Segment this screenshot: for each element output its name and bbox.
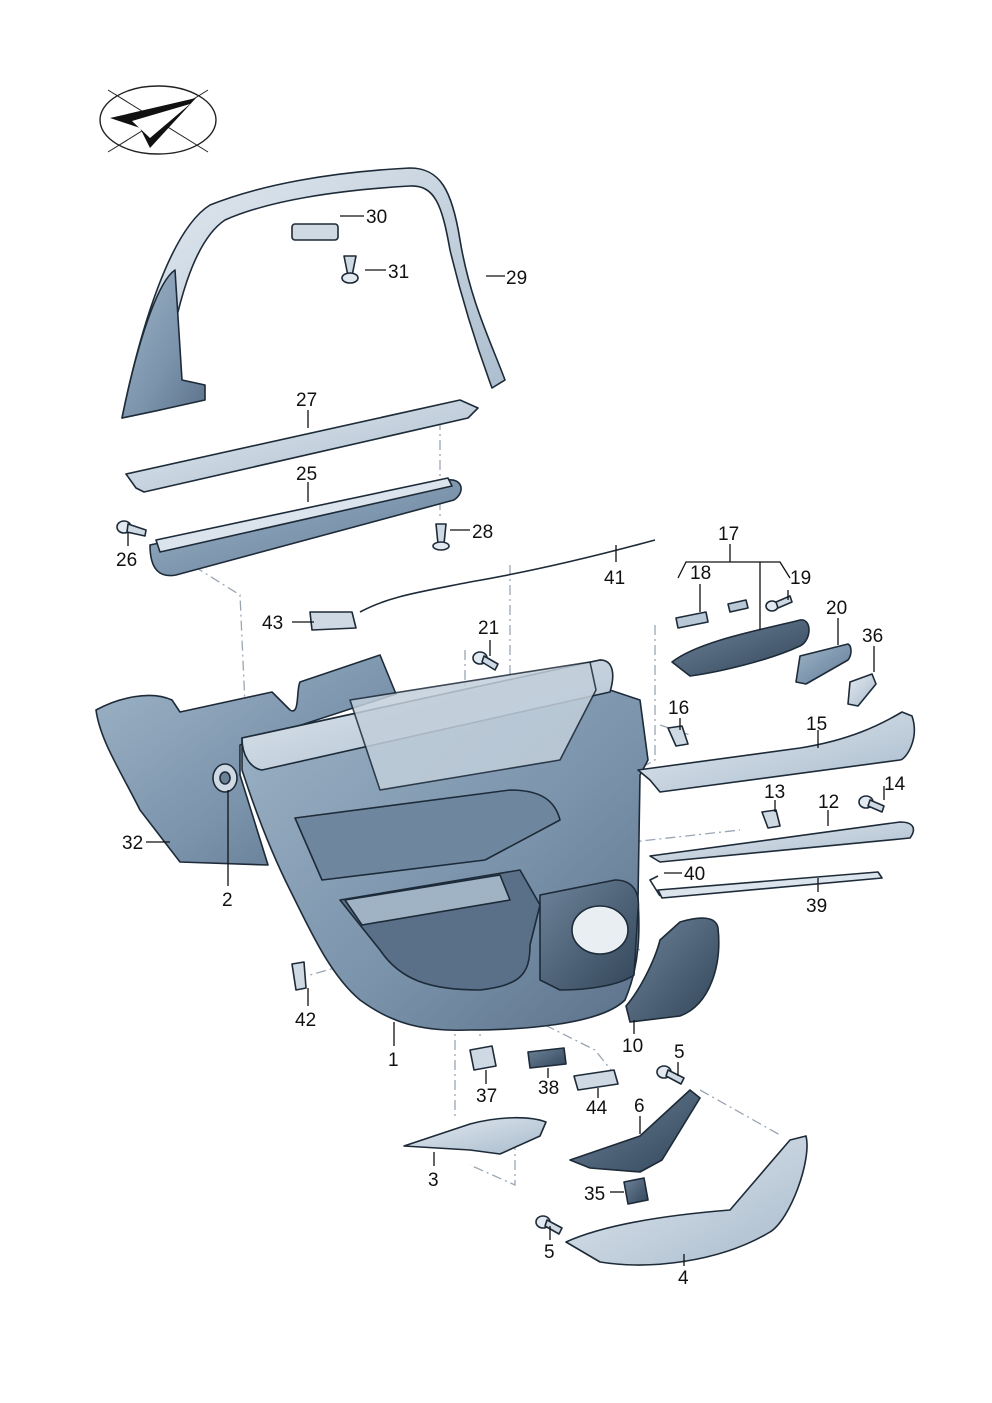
direction-of-travel-arrow-icon	[99, 85, 217, 155]
callout-19: 19	[790, 568, 811, 589]
callout-35: 35	[584, 1184, 605, 1205]
callout-40: 40	[684, 864, 705, 885]
light-guide-40	[649, 875, 661, 897]
clip-16	[667, 725, 689, 747]
screw-14	[858, 795, 885, 813]
clip-42	[291, 961, 307, 991]
callout-28: 28	[472, 522, 493, 543]
callout-44: 44	[586, 1098, 608, 1119]
light-strip-39	[657, 871, 883, 899]
callout-41: 41	[604, 568, 625, 589]
callout-38: 38	[538, 1078, 559, 1099]
callout-5-upper: 5	[674, 1042, 685, 1063]
screw-26	[116, 520, 147, 537]
trim-strip-12	[649, 821, 915, 863]
callout-27: 27	[296, 390, 317, 411]
screw-21	[472, 651, 499, 671]
callout-13: 13	[764, 782, 785, 803]
callout-14: 14	[884, 774, 906, 795]
connector-43	[309, 611, 357, 631]
leader-lines	[127, 215, 885, 1266]
guide-rail	[149, 479, 462, 577]
window-strip	[125, 399, 479, 493]
callout-3: 3	[428, 1170, 439, 1191]
callout-20: 20	[826, 598, 847, 619]
callout-5-lower: 5	[544, 1242, 555, 1263]
callout-15: 15	[806, 714, 827, 735]
handle-cover-20	[795, 643, 852, 685]
callout-29: 29	[506, 268, 527, 289]
cap-36	[847, 673, 877, 707]
callout-30: 30	[366, 207, 387, 228]
screw-28	[432, 523, 450, 551]
callout-32: 32	[122, 833, 143, 854]
callout-39: 39	[806, 896, 827, 917]
switch-38	[527, 1047, 567, 1069]
callout-21: 21	[478, 618, 499, 639]
speaker-grille-10	[625, 917, 720, 1023]
switch-35	[623, 1177, 649, 1205]
callout-18: 18	[690, 563, 711, 584]
callout-1: 1	[388, 1050, 399, 1071]
callout-17: 17	[718, 524, 739, 545]
screw-5-upper	[656, 1065, 685, 1085]
callout-10: 10	[622, 1036, 643, 1057]
trim-piece-3	[403, 1116, 547, 1155]
wire-harness	[359, 539, 656, 613]
screw-5-lower	[535, 1215, 563, 1235]
grommet-2	[212, 763, 238, 793]
clip-13	[761, 809, 781, 829]
callout-labels: 30 31 29 27 25 28 26 41 43 21 17 18 19 2…	[116, 207, 906, 1289]
armrest-trim-4	[565, 1135, 808, 1266]
callout-42: 42	[295, 1010, 316, 1031]
switch-37	[469, 1045, 497, 1071]
callout-12: 12	[818, 792, 839, 813]
switch-44	[573, 1069, 619, 1091]
callout-2: 2	[222, 890, 233, 911]
callout-26: 26	[116, 550, 137, 571]
trim-strip-15	[637, 711, 916, 793]
clip-30	[291, 223, 339, 241]
armrest-bracket-6	[569, 1089, 701, 1173]
callout-31: 31	[388, 262, 409, 283]
callout-6: 6	[634, 1096, 645, 1117]
callout-37: 37	[476, 1086, 497, 1107]
callout-36: 36	[862, 626, 883, 647]
screw-31	[341, 255, 359, 284]
callout-16: 16	[668, 698, 689, 719]
callout-43: 43	[262, 613, 283, 634]
callout-25: 25	[296, 464, 317, 485]
inner-handle-assembly	[671, 599, 810, 677]
insulation-mat	[95, 654, 397, 866]
callout-4: 4	[678, 1268, 689, 1289]
